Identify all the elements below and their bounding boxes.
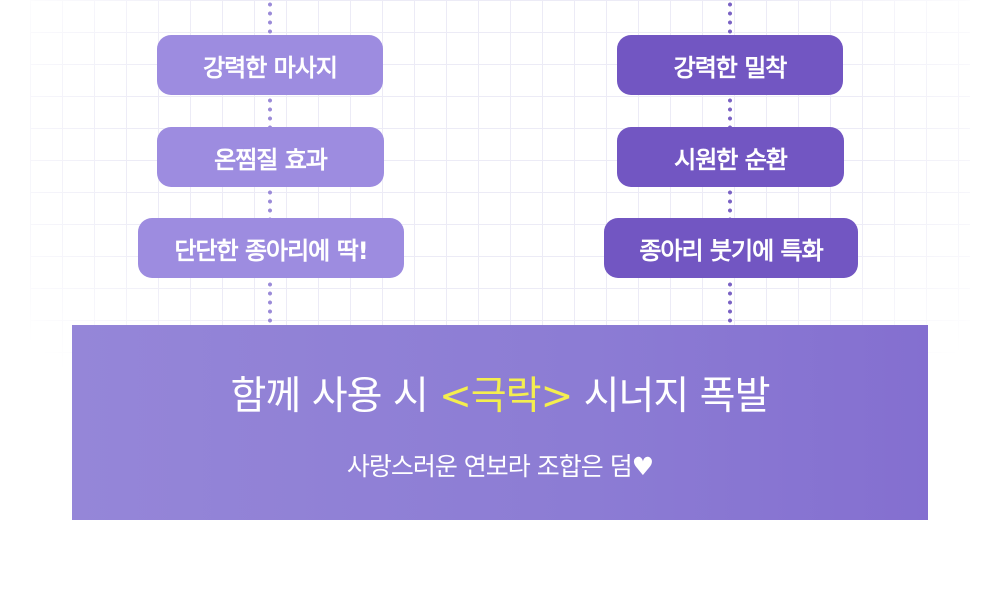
left-feature-firm-calf: 단단한 종아리에 딱! xyxy=(138,218,404,278)
left-connector-bottom xyxy=(268,280,272,326)
headline-highlight: <극락> xyxy=(439,374,573,419)
right-connector-bottom xyxy=(728,280,732,326)
right-connector xyxy=(728,96,732,128)
heart-icon: ♥ xyxy=(631,452,654,481)
left-feature-massage: 강력한 마사지 xyxy=(157,35,383,95)
right-feature-circulation: 시원한 순환 xyxy=(617,127,844,187)
right-feature-swelling: 종아리 붓기에 특화 xyxy=(604,218,858,278)
synergy-banner: 함께 사용 시 <극락> 시너지 폭발 사랑스러운 연보라 조합은 덤♥ xyxy=(72,325,928,520)
banner-subline: 사랑스러운 연보라 조합은 덤♥ xyxy=(72,447,928,483)
left-feature-warm-compress: 온찜질 효과 xyxy=(157,127,384,187)
headline-suffix: 시너지 폭발 xyxy=(572,374,771,419)
left-connector xyxy=(268,188,272,220)
headline-prefix: 함께 사용 시 xyxy=(230,374,440,419)
left-connector xyxy=(268,96,272,128)
right-feature-adhesion: 강력한 밀착 xyxy=(617,35,843,95)
left-connector-top xyxy=(268,0,272,36)
right-connector-top xyxy=(728,0,732,36)
subline-text: 사랑스러운 연보라 조합은 덤 xyxy=(346,452,633,481)
banner-headline: 함께 사용 시 <극락> 시너지 폭발 xyxy=(72,365,928,421)
right-connector xyxy=(728,188,732,220)
